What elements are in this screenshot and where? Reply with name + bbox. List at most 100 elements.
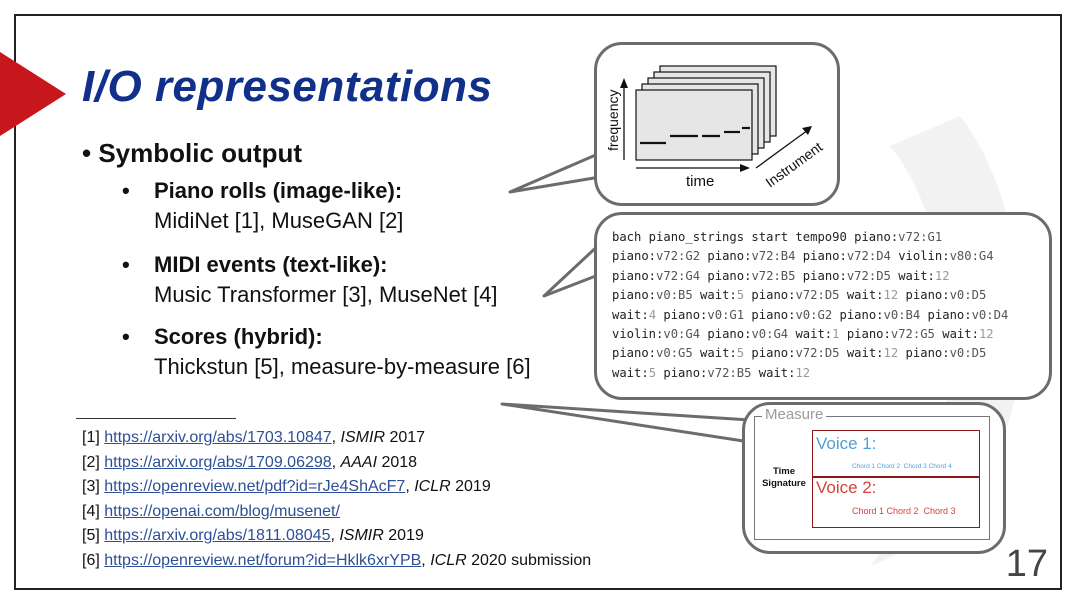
sub-bullet-heading: Scores (hybrid):: [154, 324, 323, 349]
midi-note-value: v72:D5: [795, 346, 840, 361]
midi-note-value: v72:D5: [795, 288, 840, 303]
midi-event-line: violin:v0:G4 piano:v0:G4 wait:1 piano:v7…: [612, 327, 994, 341]
voice-2-chords: Chord 1 Chord 2 Chord 3: [852, 506, 956, 516]
midi-token: piano:: [656, 307, 708, 322]
reference-year: 2020 submission: [466, 551, 592, 569]
midi-note-value: v72:B4: [751, 249, 796, 264]
midi-token: piano:: [612, 268, 657, 283]
sub-bullet-citations: MidiNet [1], MuseGAN [2]: [154, 208, 404, 233]
midi-event-line: bach piano_strings start tempo90 piano:v…: [612, 230, 942, 244]
reference-venue: ICLR: [414, 478, 451, 495]
reference-number: [6]: [82, 551, 100, 569]
midi-wait-value: 5: [736, 288, 745, 303]
reference-number: [1]: [82, 429, 100, 446]
midi-token: wait:: [692, 346, 737, 361]
midi-token: violin:: [612, 327, 664, 342]
voice-2-label: Voice 2:: [816, 478, 877, 497]
midi-token: wait:: [612, 365, 649, 380]
midi-note-value: v72:G4: [656, 268, 701, 283]
piano-roll-xlabel: time: [686, 173, 714, 190]
midi-note-value: v72:G2: [656, 249, 701, 264]
reference-venue: AAAI: [340, 453, 378, 471]
reference-year: 2017: [385, 429, 426, 446]
midi-token: piano:: [795, 249, 847, 264]
z-axis: [755, 129, 809, 169]
midi-event-line: wait:4 piano:v0:G1 piano:v0:G2 piano:v0:…: [612, 308, 1008, 322]
midi-note-value: v72:G1: [898, 230, 943, 244]
midi-note-value: v0:D4: [971, 307, 1009, 322]
footnote-rule: [76, 418, 236, 419]
x-axis-arrowhead-icon: [740, 164, 750, 172]
y-axis-arrowhead-icon: [620, 78, 628, 88]
reference-venue: ISMIR: [339, 527, 384, 544]
reference-year: 2019: [450, 478, 491, 495]
reference-number: [2]: [82, 453, 100, 471]
midi-token: piano:: [898, 346, 950, 361]
bullet-dot: •: [122, 178, 130, 203]
midi-token: wait:: [839, 288, 884, 303]
reference-link[interactable]: https://openreview.net/pdf?id=rJe4ShAcF7: [104, 478, 406, 495]
midi-token: wait:: [839, 346, 884, 361]
voice-2-box: [812, 476, 980, 528]
reference-link[interactable]: https://openai.com/blog/musenet/: [104, 502, 340, 520]
midi-note-value: v72:D4: [846, 249, 891, 264]
midi-token: piano:: [612, 346, 657, 361]
time-signature-label: Time Signature: [756, 466, 812, 490]
midi-wait-value: 12: [978, 327, 994, 342]
reference-link[interactable]: https://arxiv.org/abs/1703.10847: [104, 429, 332, 446]
sub-bullet-citations: Thickstun [5], measure-by-measure [6]: [154, 354, 531, 379]
midi-events-bubble: [594, 212, 1052, 400]
sub-bullet-piano-rolls: • Piano rolls (image-like): MidiNet [1],…: [122, 176, 403, 236]
reference-number: [5]: [82, 527, 100, 544]
reference-item: [2] https://arxiv.org/abs/1709.06298, AA…: [82, 453, 418, 471]
midi-token: piano:: [898, 288, 950, 303]
midi-note-value: v80:G4: [949, 249, 994, 264]
midi-token: piano:: [744, 288, 796, 303]
midi-note-value: v72:B5: [707, 365, 752, 380]
midi-token: bach piano_strings start tempo90 piano:: [612, 230, 899, 244]
midi-event-line: piano:v72:G4 piano:v72:B5 piano:v72:D5 w…: [612, 269, 950, 283]
midi-token: piano:: [656, 365, 708, 380]
midi-wait-value: 12: [934, 268, 950, 283]
midi-note-value: v72:B5: [751, 268, 796, 283]
midi-token: wait:: [788, 327, 833, 342]
midi-event-line: piano:v72:G2 piano:v72:B4 piano:v72:D4 v…: [612, 249, 994, 263]
sub-bullet-midi-events: • MIDI events (text-like): Music Transfo…: [122, 250, 498, 310]
sub-bullet-scores: • Scores (hybrid): Thickstun [5], measur…: [122, 322, 531, 382]
reference-link[interactable]: https://arxiv.org/abs/1811.08045: [104, 527, 331, 544]
midi-token: piano:: [744, 307, 796, 322]
slide-arrow-icon: [0, 52, 66, 136]
midi-note-value: v72:G5: [890, 327, 935, 342]
measure-box: [754, 416, 990, 540]
midi-event-line: piano:v0:G5 wait:5 piano:v72:D5 wait:12 …: [612, 346, 986, 360]
measure-title: Measure: [762, 406, 827, 423]
slide-title: I/O representations: [82, 62, 493, 111]
midi-note-value: v0:B4: [883, 307, 921, 322]
midi-note-value: v0:G1: [707, 307, 745, 322]
time-signature-text: Time Signature: [762, 466, 806, 489]
main-bullet-text: Symbolic output: [98, 138, 302, 168]
reference-item: [6] https://openreview.net/forum?id=Hklk…: [82, 551, 592, 569]
midi-wait-value: 12: [795, 365, 811, 380]
reference-venue: ICLR: [430, 551, 467, 569]
midi-token: piano:: [700, 249, 752, 264]
midi-note-value: v72:D5: [846, 268, 891, 283]
reference-link[interactable]: https://openreview.net/forum?id=Hklk6xrY…: [104, 551, 422, 569]
midi-token: piano:: [920, 307, 972, 322]
reference-number: [4]: [82, 502, 100, 520]
main-bullet: • Symbolic output: [82, 138, 302, 168]
sub-bullet-heading: Piano rolls (image-like):: [154, 178, 403, 203]
reference-number: [3]: [82, 478, 100, 495]
midi-note-value: v0:G4: [751, 327, 789, 342]
midi-token: wait:: [890, 268, 935, 283]
midi-wait-value: 5: [648, 365, 657, 380]
midi-note-value: v0:G2: [795, 307, 833, 322]
midi-token: piano:: [612, 249, 657, 264]
reference-link[interactable]: https://arxiv.org/abs/1709.06298: [104, 453, 332, 471]
references-list: [1] https://arxiv.org/abs/1703.10847, IS…: [82, 426, 591, 573]
midi-note-value: v0:B5: [656, 288, 693, 303]
midi-note-value: v0:D5: [949, 346, 987, 361]
page-number: 17: [1005, 543, 1048, 585]
reference-item: [4] https://openai.com/blog/musenet/: [82, 500, 591, 525]
midi-token: piano:: [795, 268, 847, 283]
